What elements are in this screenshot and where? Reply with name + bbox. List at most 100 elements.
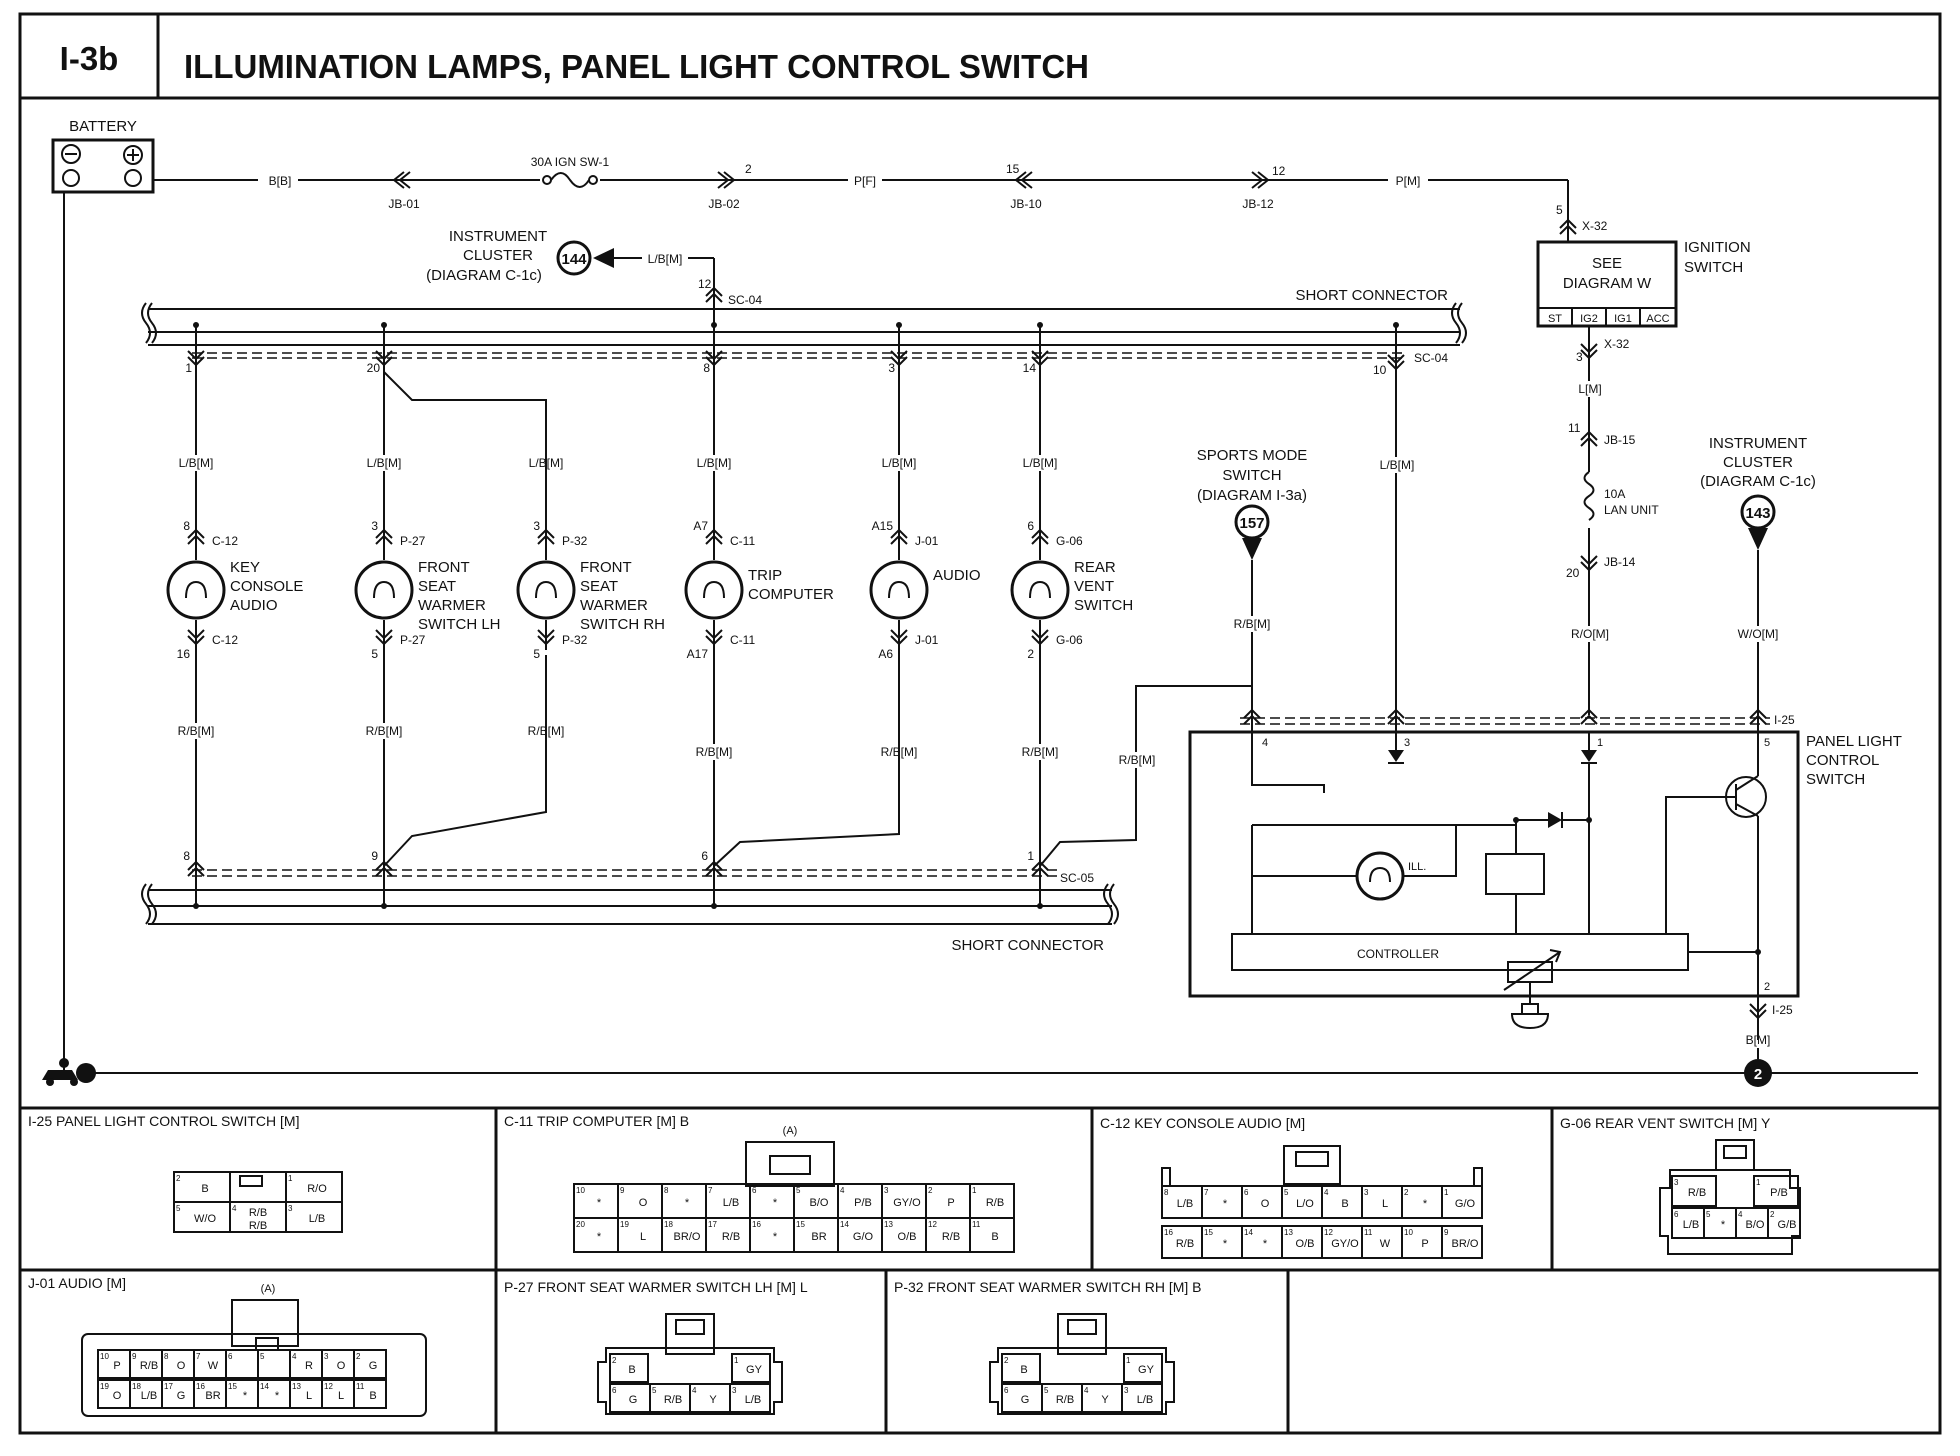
pin-number: 13 [292, 1382, 301, 1391]
connector-label: C-12 [212, 534, 238, 548]
pin-wire: P [947, 1197, 954, 1209]
pin-wire: * [275, 1390, 280, 1402]
svg-text:R/B[M]: R/B[M] [1234, 617, 1271, 631]
svg-text:5: 5 [1556, 203, 1563, 217]
svg-text:5: 5 [1764, 737, 1770, 749]
connector-label: J-01 [915, 534, 939, 548]
lamp-bulb-icon [166, 560, 226, 620]
pin-number: 1 [734, 1356, 739, 1365]
pin-wire: P [113, 1360, 120, 1372]
pin-number: 10 [100, 1352, 109, 1361]
pin-wire: * [773, 1197, 778, 1209]
pin-wire: P [1421, 1238, 1428, 1250]
svg-text:JB-10: JB-10 [1010, 197, 1042, 211]
pin-number: 18 [664, 1220, 673, 1229]
short-connector-bottom [141, 869, 1119, 925]
pin-number: 4 [840, 1186, 845, 1195]
pin-number: 4 [292, 1352, 297, 1361]
pin-number: 2 [176, 1174, 181, 1183]
svg-text:DIAGRAM W: DIAGRAM W [1563, 275, 1652, 292]
pin-wire: G [369, 1360, 378, 1372]
pin-wire: R/B [986, 1197, 1004, 1209]
pin-number: 7 [1204, 1188, 1209, 1197]
page-title: ILLUMINATION LAMPS, PANEL LIGHT CONTROL … [184, 48, 1089, 85]
wire-label: L/B[M] [882, 456, 917, 470]
connector-jb12 [1251, 171, 1270, 189]
connector-i25-top [1243, 708, 1767, 725]
svg-text:12: 12 [1272, 164, 1286, 178]
svg-text:4: 4 [1262, 737, 1268, 749]
pin-wire: O/B [1296, 1238, 1315, 1250]
pin-wire: O [337, 1360, 346, 1372]
svg-text:I-25: I-25 [1774, 713, 1795, 727]
pin-wire: L [306, 1390, 312, 1402]
pin-number: 3 [288, 1204, 293, 1213]
pin-number: 12 [928, 1220, 937, 1229]
svg-text:15: 15 [1006, 162, 1020, 176]
connector-label: P-27 [400, 633, 426, 647]
pin-wire: W [208, 1360, 219, 1372]
svg-text:JB-15: JB-15 [1604, 433, 1636, 447]
connector-label: J-01 [915, 633, 939, 647]
ignition-switch-label: IGNITION [1684, 239, 1751, 256]
pin-cell [353, 1379, 387, 1409]
pin-number: 11 [356, 1382, 365, 1391]
pin-wire: G [629, 1394, 638, 1406]
pin-number: 20 [576, 1220, 585, 1229]
svg-text:INSTRUMENT: INSTRUMENT [449, 228, 547, 245]
lamp-bulb-icon [684, 560, 744, 620]
pin-number: 3 [1124, 1386, 1129, 1395]
pin-number: 5 [260, 1352, 265, 1361]
svg-text:L/B[M]: L/B[M] [1380, 458, 1415, 472]
svg-text:2: 2 [1754, 1066, 1762, 1083]
lamp-bulb-icon [869, 560, 929, 620]
ref-circle-144 [556, 240, 592, 276]
pin-label: A17 [687, 647, 709, 661]
pin-wire: B/O [810, 1197, 829, 1209]
pin-number: 8 [164, 1352, 169, 1361]
connector-label: C-11 [730, 633, 755, 647]
svg-text:W/O[M]: W/O[M] [1738, 627, 1779, 641]
pin-wire: P/B [1770, 1187, 1788, 1199]
pin-wire: * [1223, 1238, 1228, 1250]
pin-wire: B [201, 1183, 208, 1195]
svg-text:144: 144 [561, 251, 587, 268]
pin-wire: R/B [1176, 1238, 1194, 1250]
pin-label: A6 [878, 647, 893, 661]
pin-number: 4 [1084, 1386, 1089, 1395]
pin-number: 15 [796, 1220, 805, 1229]
pin-cell [285, 1201, 343, 1233]
pin-wire: L/B [723, 1197, 740, 1209]
pin-number: 7 [196, 1352, 201, 1361]
lamp-bulb-icon [354, 560, 414, 620]
pin-wire: G/O [1455, 1198, 1476, 1210]
pin-cell [1767, 1207, 1801, 1239]
svg-text:B[M]: B[M] [1746, 1033, 1771, 1047]
lamp-name: AUDIO [933, 567, 981, 584]
pin-label: 8 [703, 361, 710, 375]
pin-label: 3 [533, 519, 540, 533]
pin-number: 1 [1126, 1356, 1131, 1365]
connector-jb10 [1014, 171, 1033, 189]
connector-c12-face: 8L/B7*6O5L/O4B3L2*1G/O16R/B15*14*13O/B12… [1161, 1145, 1483, 1259]
lamp-name: WARMER [418, 597, 486, 614]
pin-number: 14 [840, 1220, 849, 1229]
ground-point-icon [1744, 1059, 1772, 1087]
pin-number: 1 [1444, 1188, 1449, 1197]
svg-text:JB-01: JB-01 [388, 197, 420, 211]
pin-number: 2 [356, 1352, 361, 1361]
pin-wire: L/B [309, 1213, 326, 1225]
lamp-name: KEY [230, 559, 260, 576]
svg-text:CONTROL: CONTROL [1806, 752, 1879, 769]
pin-wire: G [1021, 1394, 1030, 1406]
svg-text:12: 12 [698, 277, 712, 291]
connector-jb14 [1580, 555, 1598, 572]
svg-text:ACC: ACC [1646, 313, 1669, 325]
wire-label: R/B[M] [696, 745, 733, 759]
svg-text:SWITCH: SWITCH [1222, 467, 1281, 484]
pin-cell [731, 1353, 771, 1383]
panel-switch-label: PANEL LIGHT [1806, 733, 1902, 750]
